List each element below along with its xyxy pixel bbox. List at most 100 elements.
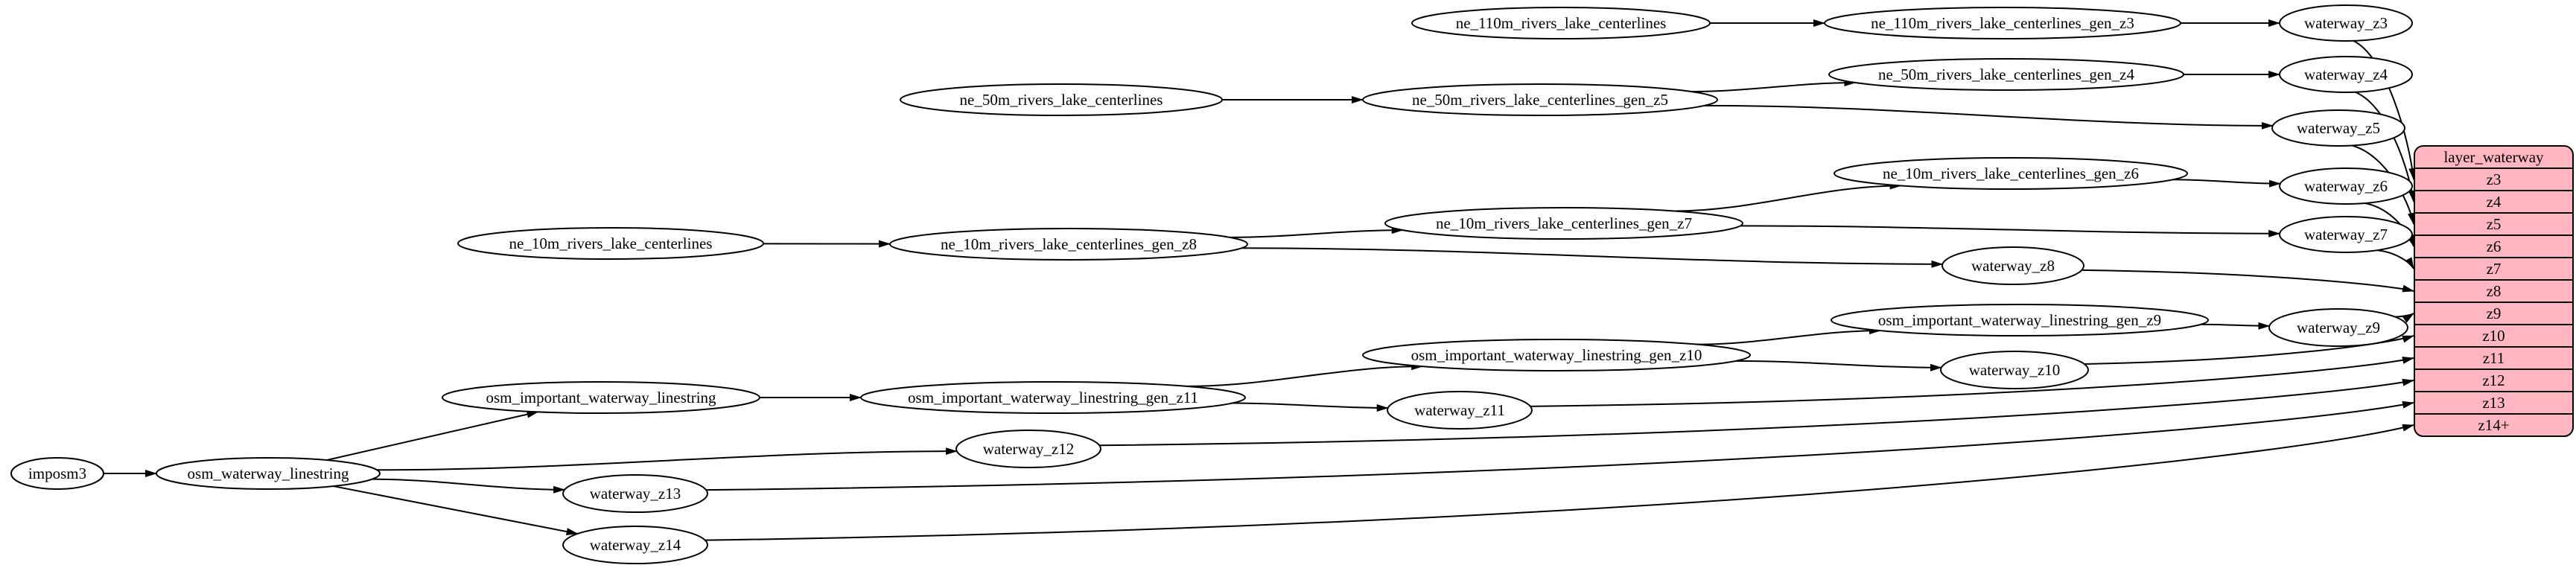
node-waterway_z5: waterway_z5 [2271, 109, 2405, 147]
edge-ne_10m_rivers_lake_centerlines_gen_z8--ne_10m_rivers_lake_centerlines_gen_z7 [1230, 226, 1404, 238]
layer-record-background [2414, 145, 2574, 437]
edge-waterway_z6--layer-row-z6 [2364, 202, 2414, 247]
node-label-ne_110m_rivers_lake_centerlines: ne_110m_rivers_lake_centerlines [1456, 14, 1667, 32]
layer-row-z9: z9 [2487, 304, 2502, 322]
node-label-waterway_z8: waterway_z8 [1971, 257, 2055, 275]
node-waterway_z11: waterway_z11 [1387, 391, 1533, 430]
node-ellipse-waterway_z7 [2279, 216, 2413, 253]
nodes-layer: imposm3 osm_waterway_linestring osm_import… [10, 4, 2413, 564]
node-waterway_z10: waterway_z10 [1940, 351, 2089, 389]
node-label-ne_50m_rivers_lake_centerlines_gen_z4: ne_50m_rivers_lake_centerlines_gen_z4 [1878, 66, 2135, 83]
node-imposm3: imposm3 [10, 457, 104, 490]
node-waterway_z13: waterway_z13 [562, 474, 708, 513]
layer-row-z4: z4 [2487, 193, 2502, 211]
node-ne_10m_rivers_lake_centerlines_gen_z6: ne_10m_rivers_lake_centerlines_gen_z6 [1834, 157, 2188, 190]
node-waterway_z7: waterway_z7 [2279, 216, 2413, 253]
edge-waterway_z11--layer-row-z11 [1530, 357, 2414, 407]
node-ellipse-ne_10m_rivers_lake_centerlines_gen_z7 [1384, 207, 1743, 240]
layer-row-z13: z13 [2482, 394, 2505, 412]
node-label-ne_10m_rivers_lake_centerlines_gen_z8: ne_10m_rivers_lake_centerlines_gen_z8 [941, 235, 1197, 253]
edge-waterway_z13--layer-row-z13 [706, 401, 2414, 491]
layer-row-z8: z8 [2487, 282, 2502, 300]
edges-layer [104, 19, 2417, 541]
node-ellipse-ne_110m_rivers_lake_centerlines [1411, 7, 1711, 39]
node-label-waterway_z10: waterway_z10 [1969, 361, 2060, 379]
node-label-ne_10m_rivers_lake_centerlines_gen_z7: ne_10m_rivers_lake_centerlines_gen_z7 [1436, 214, 1692, 232]
edge-osm_important_waterway_linestring_gen_z10--osm_important_waterway_linestring_gen_z9 [1697, 327, 1881, 345]
edge-osm_waterway_linestring--osm_important_waterway_linestring [326, 410, 539, 462]
node-label-waterway_z7: waterway_z7 [2304, 226, 2388, 243]
node-osm_important_waterway_linestring_gen_z10: osm_important_waterway_linestring_gen_z1… [1362, 339, 1751, 371]
edge-ne_50m_rivers_lake_centerlines_gen_z5--waterway_z5 [1704, 104, 2274, 130]
node-label-osm_important_waterway_linestring_gen_z10: osm_important_waterway_linestring_gen_z1… [1411, 346, 1702, 364]
node-label-osm_important_waterway_linestring_gen_z11: osm_important_waterway_linestring_gen_z1… [908, 389, 1198, 406]
node-waterway_z3: waterway_z3 [2279, 4, 2413, 42]
node-label-waterway_z14: waterway_z14 [590, 536, 681, 554]
node-ellipse-osm_important_waterway_linestring_gen_z9 [1831, 304, 2209, 336]
node-ellipse-waterway_z9 [2268, 308, 2408, 347]
node-ellipse-ne_110m_rivers_lake_centerlines_gen_z3 [1824, 7, 2181, 39]
node-osm_important_waterway_linestring_gen_z9: osm_important_waterway_linestring_gen_z9 [1831, 304, 2209, 336]
node-osm_important_waterway_linestring: osm_important_waterway_linestring [442, 381, 760, 414]
node-label-ne_50m_rivers_lake_centerlines_gen_z5: ne_50m_rivers_lake_centerlines_gen_z5 [1412, 91, 1668, 109]
edge-waterway_z9--layer-row-z9 [2395, 313, 2414, 323]
node-label-ne_110m_rivers_lake_centerlines_gen_z3: ne_110m_rivers_lake_centerlines_gen_z3 [1871, 14, 2134, 32]
edge-waterway_z3--layer-row-z3 [2353, 39, 2417, 180]
node-ne_110m_rivers_lake_centerlines: ne_110m_rivers_lake_centerlines [1411, 7, 1711, 39]
node-label-imposm3: imposm3 [28, 465, 86, 482]
node-ne_50m_rivers_lake_centerlines: ne_50m_rivers_lake_centerlines [900, 83, 1223, 116]
edge-waterway_z7--layer-row-z7 [2376, 249, 2414, 269]
node-ellipse-osm_important_waterway_linestring_gen_z10 [1362, 339, 1751, 371]
node-ellipse-waterway_z12 [955, 430, 1101, 468]
node-ellipse-waterway_z3 [2279, 4, 2413, 42]
node-ne_10m_rivers_lake_centerlines_gen_z8: ne_10m_rivers_lake_centerlines_gen_z8 [889, 228, 1248, 261]
node-ellipse-ne_10m_rivers_lake_centerlines [457, 227, 764, 260]
edge-waterway_z10--layer-row-z10 [2084, 335, 2414, 365]
layer-row-z14+: z14+ [2478, 416, 2509, 434]
node-waterway_z6: waterway_z6 [2279, 167, 2413, 205]
layer-row-z11: z11 [2483, 349, 2505, 367]
node-ellipse-waterway_z6 [2279, 167, 2413, 205]
node-label-osm_important_waterway_linestring_gen_z9: osm_important_waterway_linestring_gen_z9 [1878, 311, 2161, 329]
layer-row-z5: z5 [2487, 215, 2502, 233]
edge-ne_10m_rivers_lake_centerlines_gen_z7--waterway_z7 [1740, 225, 2281, 237]
node-ellipse-waterway_z14 [562, 526, 708, 564]
node-ellipse-waterway_z8 [1941, 246, 2084, 285]
edge-osm_important_waterway_linestring_gen_z10--waterway_z10 [1736, 360, 1942, 371]
node-ellipse-ne_10m_rivers_lake_centerlines_gen_z8 [889, 228, 1248, 261]
layer-row-z6: z6 [2487, 237, 2502, 255]
node-ne_50m_rivers_lake_centerlines_gen_z5: ne_50m_rivers_lake_centerlines_gen_z5 [1362, 83, 1718, 116]
node-ellipse-ne_50m_rivers_lake_centerlines_gen_z5 [1362, 83, 1718, 116]
node-osm_waterway_linestring: osm_waterway_linestring [156, 457, 381, 490]
edge-osm_important_waterway_linestring_gen_z11--osm_important_waterway_linestring_gen_z10 [1186, 363, 1424, 387]
node-ellipse-waterway_z10 [1940, 351, 2089, 389]
layer-record-title: layer_waterway [2443, 148, 2544, 166]
edge-osm_important_waterway_linestring_gen_z9--waterway_z9 [2201, 322, 2271, 330]
node-ellipse-osm_waterway_linestring [156, 457, 381, 490]
layer-row-z10: z10 [2482, 327, 2505, 345]
node-ellipse-ne_50m_rivers_lake_centerlines [900, 83, 1223, 116]
node-label-ne_50m_rivers_lake_centerlines: ne_50m_rivers_lake_centerlines [960, 91, 1163, 109]
edge-ne_10m_rivers_lake_centerlines_gen_z8--waterway_z8 [1241, 247, 1944, 268]
layer-row-z3: z3 [2487, 170, 2502, 188]
node-label-waterway_z6: waterway_z6 [2304, 177, 2388, 195]
node-ellipse-waterway_z4 [2279, 56, 2413, 93]
node-ellipse-imposm3 [10, 457, 104, 490]
edge-osm_waterway_linestring--waterway_z13 [372, 478, 566, 494]
node-label-waterway_z4: waterway_z4 [2304, 66, 2388, 83]
node-ellipse-ne_50m_rivers_lake_centerlines_gen_z4 [1828, 58, 2184, 91]
node-ellipse-waterway_z5 [2271, 109, 2405, 147]
node-ellipse-waterway_z13 [562, 474, 708, 513]
edge-waterway_z12--layer-row-z12 [1099, 378, 2414, 447]
node-waterway_z12: waterway_z12 [955, 430, 1101, 468]
node-ellipse-ne_10m_rivers_lake_centerlines_gen_z6 [1834, 157, 2188, 190]
node-label-waterway_z13: waterway_z13 [590, 485, 681, 502]
node-label-waterway_z3: waterway_z3 [2304, 14, 2388, 32]
edge-osm_waterway_linestring--waterway_z14 [333, 485, 579, 535]
node-ne_50m_rivers_lake_centerlines_gen_z4: ne_50m_rivers_lake_centerlines_gen_z4 [1828, 58, 2184, 91]
node-label-waterway_z11: waterway_z11 [1414, 401, 1505, 419]
node-label-ne_10m_rivers_lake_centerlines_gen_z6: ne_10m_rivers_lake_centerlines_gen_z6 [1883, 165, 2139, 182]
node-ne_10m_rivers_lake_centerlines: ne_10m_rivers_lake_centerlines [457, 227, 764, 260]
